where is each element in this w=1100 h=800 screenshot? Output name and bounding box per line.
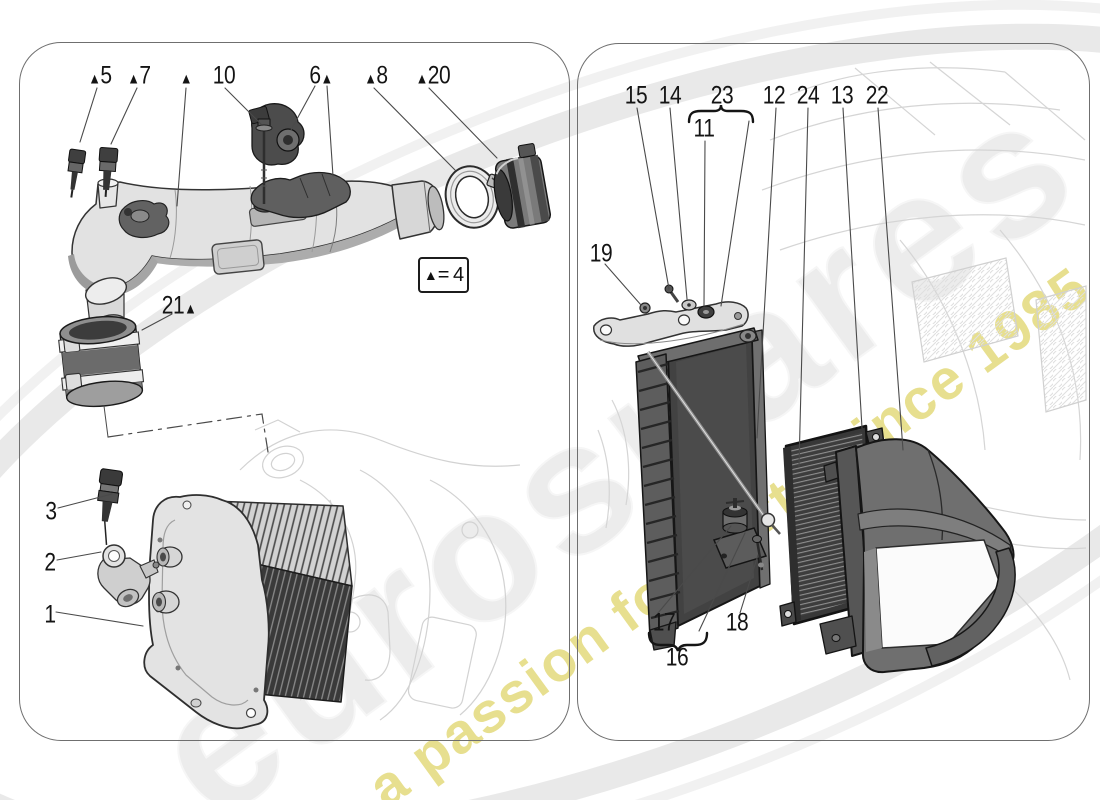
callout-10: 10 bbox=[212, 61, 236, 90]
callout-19: 19 bbox=[589, 239, 613, 268]
brace-23-over-11 bbox=[687, 104, 755, 124]
callout-16: 16 bbox=[665, 643, 689, 672]
gasket-ring-drawing bbox=[444, 165, 506, 229]
callout-23: 23 bbox=[710, 81, 734, 110]
callout-12: 12 bbox=[762, 81, 786, 110]
panel-radiator-assembly bbox=[577, 43, 1090, 741]
callout-8: ▲8 bbox=[364, 61, 388, 90]
panel-intake-duct bbox=[19, 42, 570, 741]
callout-1: 1 bbox=[44, 600, 56, 629]
temperature-sensors-drawing bbox=[67, 147, 119, 198]
brace-16-under-17-18 bbox=[647, 631, 709, 652]
air-conveyor-drawing bbox=[819, 438, 1016, 674]
callout-4-triangle: ▲ bbox=[179, 70, 193, 88]
callout-24: 24 bbox=[796, 81, 820, 110]
group-braces bbox=[647, 104, 755, 652]
callout-13: 13 bbox=[830, 81, 854, 110]
callout-18: 18 bbox=[725, 608, 749, 637]
callout-7: ▲7 bbox=[127, 61, 151, 90]
callout-17: 17 bbox=[652, 608, 676, 637]
callout-2: 2 bbox=[44, 548, 56, 577]
intercooler-drawing bbox=[143, 494, 353, 730]
callout-14: 14 bbox=[658, 81, 682, 110]
thermostat-drawing bbox=[97, 544, 160, 608]
callout-11: 11 bbox=[693, 114, 715, 143]
legend-triangle-equals-4: ▲ = 4 bbox=[418, 257, 469, 293]
legend-triangle-icon: ▲ bbox=[423, 267, 438, 283]
air-coupling-drawing bbox=[493, 143, 552, 229]
callout-22: 22 bbox=[865, 81, 889, 110]
callout-20: ▲20 bbox=[415, 61, 451, 90]
callout-6: 6▲ bbox=[309, 61, 333, 90]
leader-lines bbox=[55, 85, 904, 632]
mount-bracket-drawing bbox=[712, 498, 768, 571]
fasteners-drawing bbox=[639, 284, 715, 319]
callout-21: 21▲ bbox=[161, 291, 197, 320]
sensor-3-drawing bbox=[97, 468, 124, 546]
callout-15: 15 bbox=[624, 81, 648, 110]
callout-3: 3 bbox=[45, 497, 57, 526]
air-duct-drawing bbox=[68, 103, 445, 338]
sleeve-coupling-drawing bbox=[58, 315, 145, 408]
callout-5: ▲5 bbox=[88, 61, 112, 90]
legend-equals-text: = 4 bbox=[437, 263, 464, 286]
